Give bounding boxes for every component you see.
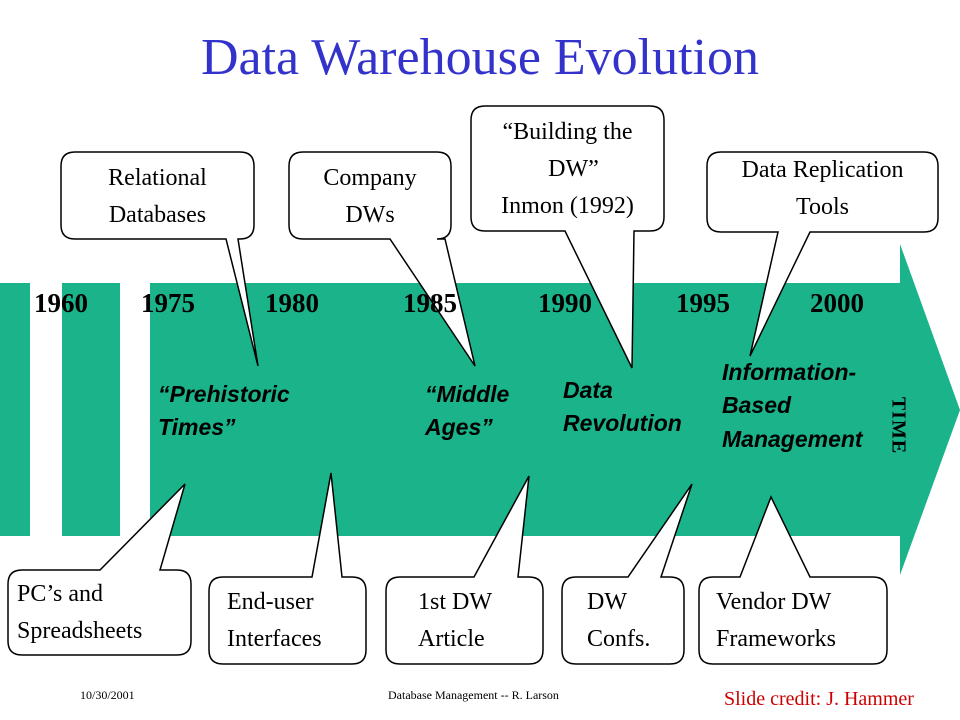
- callout-company-dws: Company DWs: [323, 165, 417, 229]
- callout-1st-dw-article: 1st DW Article: [418, 589, 492, 653]
- callout-building-the-dw: “Building the DW” Inmon (1992): [501, 119, 634, 220]
- callout-relational-databases: Relational Databases: [108, 165, 207, 229]
- era-middle-ages: “Middle Ages”: [425, 381, 510, 441]
- callout-shape-pcs: [7, 483, 192, 656]
- year-2000: 2000: [810, 288, 864, 318]
- year-1980: 1980: [265, 288, 319, 318]
- callout-shape-article: [385, 475, 544, 665]
- timeline-bar-left: [0, 283, 30, 536]
- callout-dw-confs: DW Confs.: [587, 589, 651, 653]
- callout-end-user-interfaces: End-user Interfaces: [227, 589, 322, 653]
- callout-shape-building-dw: [470, 105, 665, 369]
- footer-date: 10/30/2001: [80, 688, 135, 702]
- callout-shape-confs: [561, 483, 693, 665]
- era-data-revolution: Data Revolution: [563, 377, 682, 437]
- year-1960: 1960: [34, 288, 88, 318]
- page-title: Data Warehouse Evolution: [200, 29, 760, 86]
- year-1985: 1985: [403, 288, 457, 318]
- timeline-bar-middle: [62, 283, 120, 536]
- callout-shape-relational: [60, 151, 259, 367]
- callout-shape-replication: [706, 151, 939, 357]
- era-information-based: Information- Based Management: [722, 359, 863, 452]
- callout-shape-frameworks: [698, 495, 888, 665]
- year-1995: 1995: [676, 288, 730, 318]
- time-axis-label: TIME: [887, 396, 910, 455]
- callout-shape-company-dws: [288, 151, 476, 367]
- callout-shape-end-user: [208, 472, 367, 665]
- era-prehistoric: “Prehistoric Times”: [158, 381, 290, 441]
- year-1990: 1990: [538, 288, 592, 318]
- slide-credit: Slide credit: J. Hammer: [724, 688, 914, 710]
- callout-data-replication-tools: Data Replication Tools: [741, 157, 904, 221]
- footer-course: Database Management -- R. Larson: [388, 688, 559, 702]
- callout-vendor-dw-frameworks: Vendor DW Frameworks: [716, 589, 836, 653]
- callout-pcs-spreadsheets: PC’s and Spreadsheets: [17, 581, 143, 645]
- year-1975: 1975: [141, 288, 195, 318]
